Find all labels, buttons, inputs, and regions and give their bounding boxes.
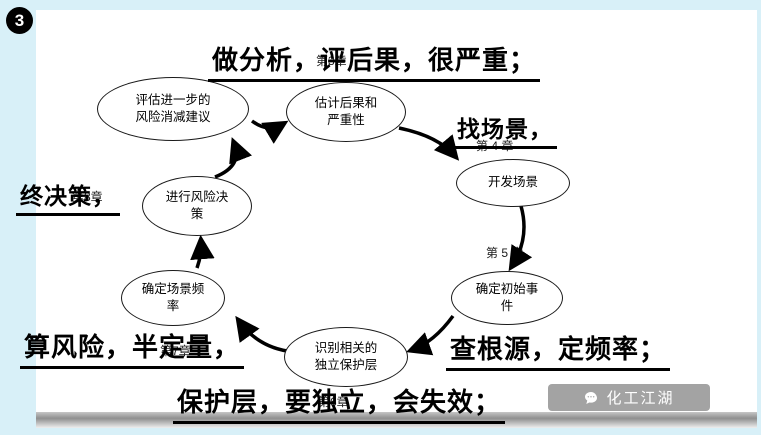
node-identify-independent-protection-layers: 识别相关的 独立保护层 [284,327,408,387]
node-evaluate-further-risk-reduction: 评估进一步的 风险消减建议 [97,77,249,141]
node-label: 开发场景 [487,175,538,190]
node-label: 确定场景频 率 [141,281,205,314]
node-label: 估计后果和 严重性 [314,95,378,128]
annotation-bottom-right: 查根源，定频率； [446,329,671,371]
page-bottom-edge [36,412,757,428]
chapter-label-3: 第3章 [316,54,347,68]
node-label: 进行风险决 策 [165,189,229,222]
chapter-label-6: 第6章 [318,395,349,409]
annotation-bottom-left: 算风险，半定量， [20,327,245,369]
annotation-top: 做分析，评后果，很严重； [208,40,541,82]
node-estimate-consequence-severity: 估计后果和 严重性 [286,82,406,142]
node-develop-scenario: 开发场景 [456,159,570,207]
annotation-left: 终决策， [16,177,120,216]
node-risk-decision: 进行风险决 策 [142,176,252,236]
node-identify-initiating-event: 确定初始事 件 [451,271,563,325]
annotation-bottom: 保护层，要独立，会失效； [173,382,506,424]
slide-number-badge: 3 [6,7,33,34]
watermark: 化工江湖 [548,384,710,411]
node-determine-scenario-frequency: 确定场景频 率 [121,270,225,326]
node-label: 评估进一步的 风险消减建议 [135,92,211,125]
annotation-right: 找场景， [453,110,557,149]
chapter-label-5: 第 5 章 [486,246,524,260]
chapter-label-7: 第7章 [160,344,191,358]
chat-bubble-icon [585,391,598,404]
node-label: 识别相关的 独立保护层 [314,340,378,373]
chapter-label-8: 第8章 [72,190,103,204]
node-label: 确定初始事 件 [475,281,539,314]
watermark-label: 化工江湖 [606,390,675,407]
